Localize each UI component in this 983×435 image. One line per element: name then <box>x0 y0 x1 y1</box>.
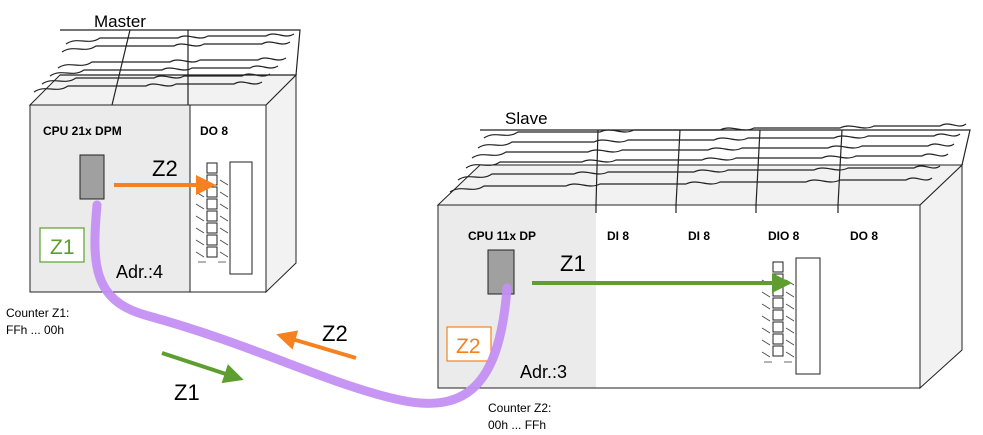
slave-z2-box <box>446 326 492 362</box>
master-cpu-label: CPU 21x DPM <box>43 124 122 138</box>
slave-counter-label: Counter Z2: <box>488 401 551 415</box>
master-z1-box <box>39 227 85 263</box>
slave-rack-ribs <box>449 123 971 206</box>
profibus-cable <box>90 200 512 408</box>
slave-module-label-do8: DO 8 <box>850 229 878 243</box>
master-address: Adr.:4 <box>116 262 163 282</box>
master-rack <box>28 29 301 294</box>
slave-title: Slave <box>505 109 548 128</box>
master-rack-top <box>28 74 298 106</box>
slave-z1-label: Z1 <box>560 251 586 276</box>
master-counter-range: FFh ... 00h <box>6 323 64 337</box>
bus-z1-label: Z1 <box>174 380 200 405</box>
slave-module-label-di8-a: DI 8 <box>607 229 629 243</box>
master-do-label: DO 8 <box>200 124 228 138</box>
slave-module-label-di8-b: DI 8 <box>688 229 710 243</box>
master-counter-label: Counter Z1: <box>6 306 69 320</box>
slave-rack <box>436 123 971 390</box>
bus-z1-arrow <box>161 351 244 384</box>
master-cpu-module <box>79 154 105 200</box>
bus-z2-arrow <box>276 330 357 360</box>
master-rack-ribs <box>33 29 301 106</box>
master-rack-side <box>265 73 297 294</box>
slave-dio-terminal-block <box>795 257 821 375</box>
master-do-panel <box>189 104 267 293</box>
master-z2-label: Z2 <box>152 156 178 181</box>
slave-counter-range: 00h ... FFh <box>488 418 546 432</box>
slave-module-separators <box>595 205 839 213</box>
slave-address: Adr.:3 <box>520 362 567 382</box>
slave-cpu-label: CPU 11x DP <box>468 229 536 243</box>
master-do-terminal-block <box>229 161 253 275</box>
slave-module-label-dio8: DIO 8 <box>768 229 800 243</box>
slave-rack-top <box>436 164 964 206</box>
master-title: Master <box>94 12 146 31</box>
bus-z2-label: Z2 <box>322 321 348 346</box>
slave-z2-box-label: Z2 <box>456 335 481 358</box>
master-z1-box-label: Z1 <box>50 236 75 259</box>
slave-dio-led-rays <box>761 279 795 363</box>
